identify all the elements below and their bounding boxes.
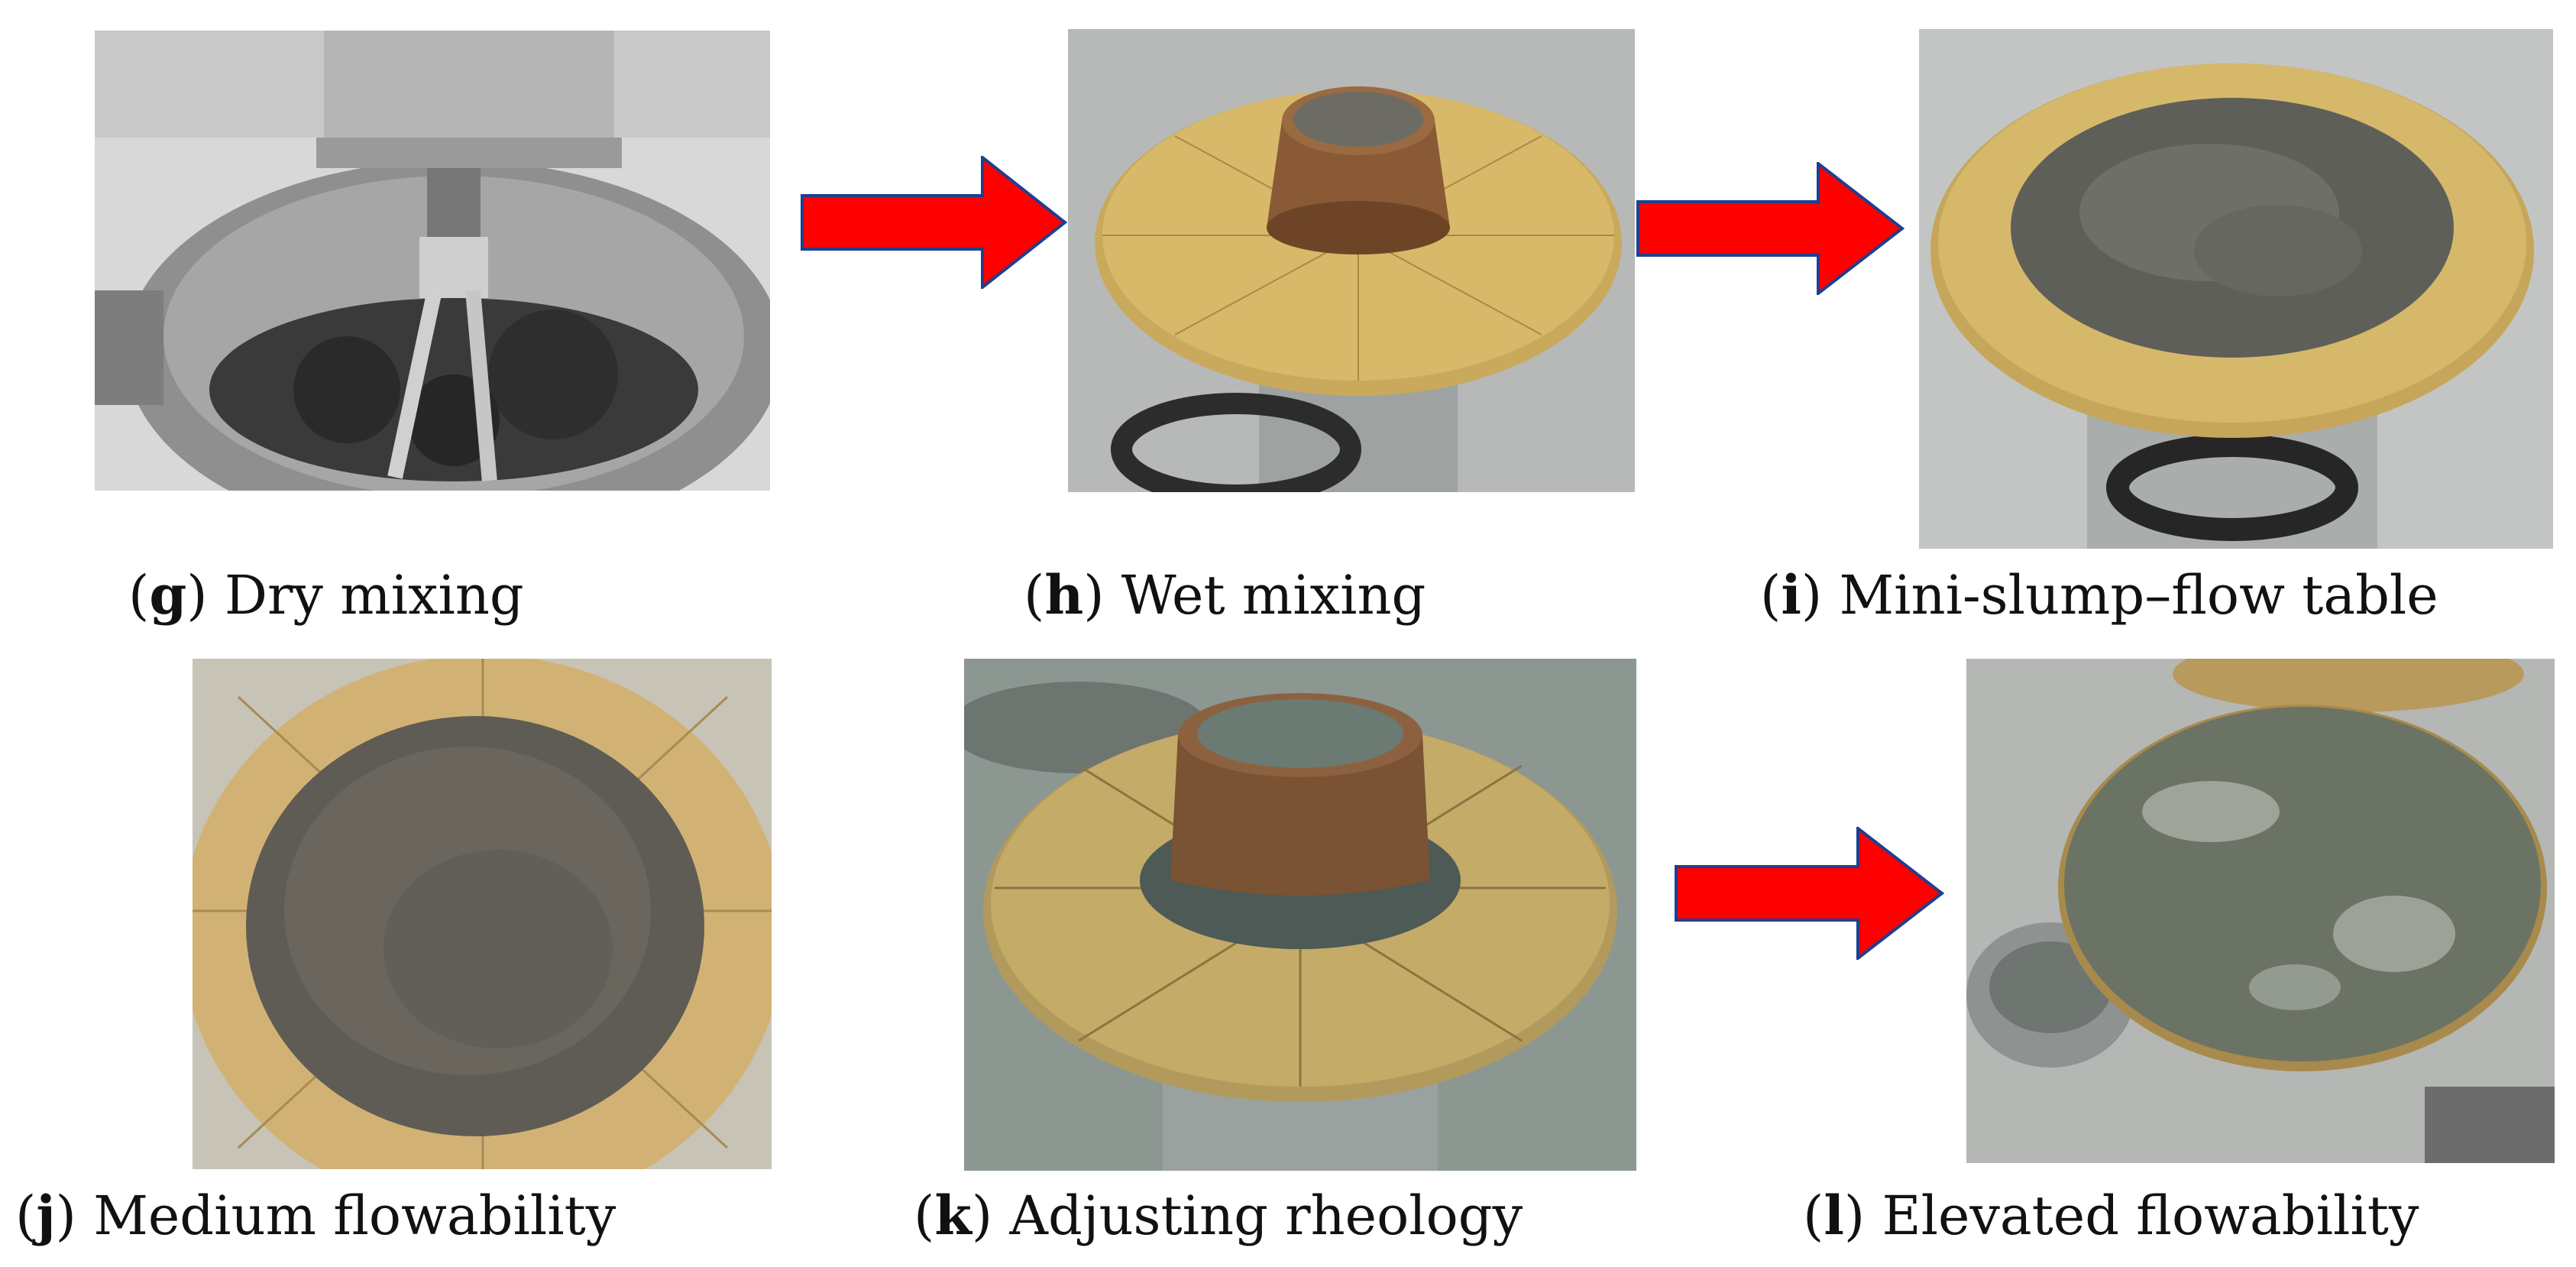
photo-adjusting-rheology	[964, 659, 1636, 1171]
caption-adjusting-rheology: (k) Adjusting rheology	[914, 1184, 1523, 1247]
caption-letter: i	[1781, 563, 1801, 627]
caption-letter: j	[36, 1184, 56, 1247]
caption-letter: l	[1824, 1184, 1844, 1247]
caption-medium-flowability: (j) Medium flowability	[15, 1184, 616, 1247]
caption-dry-mixing: (g) Dry mixing	[128, 563, 524, 627]
caption-label: Dry mixing	[224, 564, 524, 627]
caption-label: Adjusting rheology	[1009, 1184, 1523, 1247]
caption-mini-slump-flow-table: (i) Mini-slump–flow table	[1760, 563, 2438, 627]
arrow-right-icon	[1675, 827, 1945, 960]
caption-label: Elevated flowability	[1882, 1184, 2419, 1247]
photo-medium-flowability	[193, 659, 772, 1169]
caption-wet-mixing: (h) Wet mixing	[1024, 563, 1426, 627]
photo-mini-slump-flow-table	[1919, 29, 2553, 549]
caption-label: Medium flowability	[93, 1184, 616, 1247]
arrow-right-icon	[1636, 162, 1905, 295]
caption-letter: g	[149, 563, 187, 627]
arrow-right-icon	[801, 156, 1068, 289]
photo-dry-mixing	[95, 31, 770, 491]
caption-letter: k	[934, 1184, 972, 1247]
caption-label: Mini-slump–flow table	[1839, 564, 2438, 627]
photo-elevated-flowability	[1966, 659, 2555, 1163]
caption-letter: h	[1044, 563, 1084, 627]
caption-elevated-flowability: (l) Elevated flowability	[1803, 1184, 2419, 1247]
caption-label: Wet mixing	[1121, 564, 1426, 627]
photo-wet-mixing	[1068, 29, 1635, 492]
